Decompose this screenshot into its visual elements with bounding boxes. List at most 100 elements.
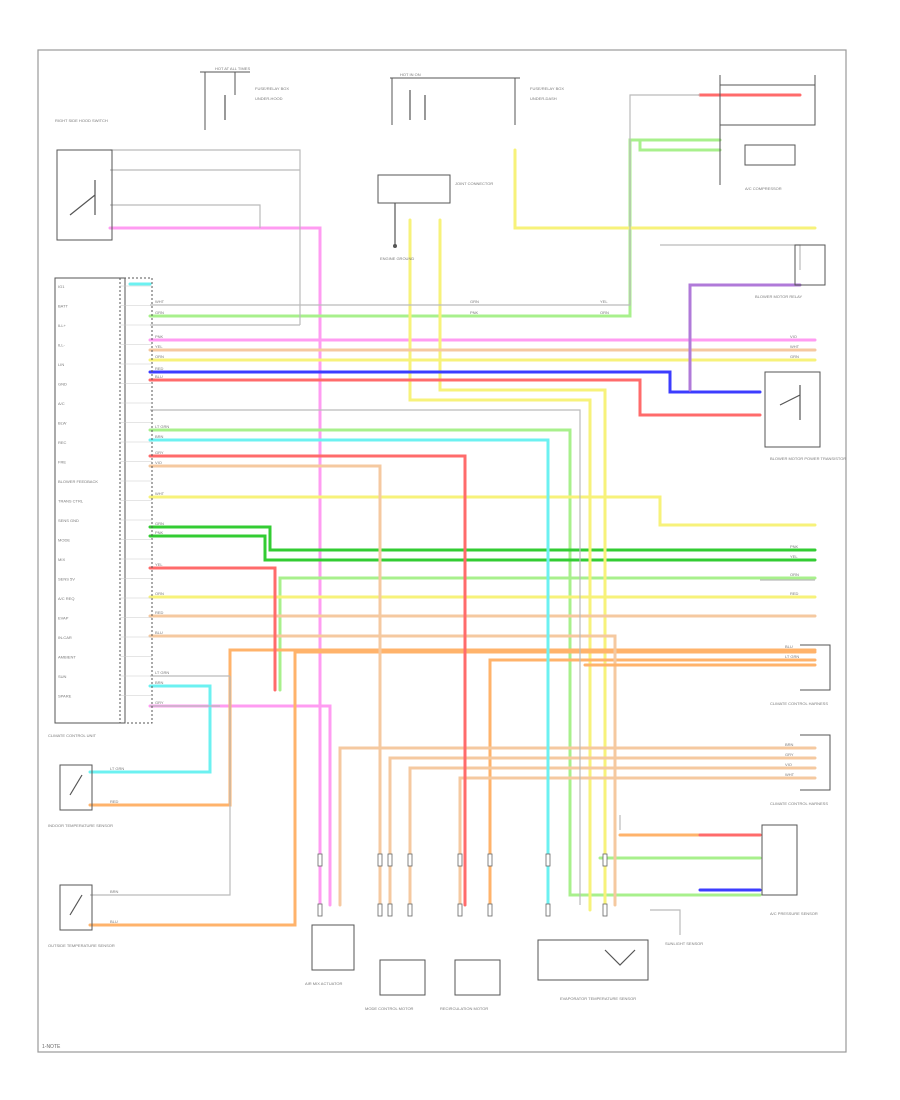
ecm-pin-label: REC bbox=[58, 440, 67, 445]
svg-text:FUSE/RELAY BOX: FUSE/RELAY BOX bbox=[255, 86, 289, 91]
bottom-actuator-3-label: RECIRCULATION MOTOR bbox=[440, 1006, 488, 1011]
wire-group-blue bbox=[148, 283, 802, 892]
wire-code-label: LT GRN bbox=[155, 424, 169, 429]
air-mix-actuator: AIR MIX ACTUATOR bbox=[305, 924, 355, 986]
blower-relay: BLOWER MOTOR RELAY bbox=[755, 244, 826, 299]
ac-pressure-sensor: A/C PRESSURE SENSOR bbox=[761, 824, 818, 916]
connector-tick bbox=[487, 903, 493, 917]
wire-cyan-3 bbox=[88, 684, 212, 774]
footer-code: 1-NOTE bbox=[42, 1044, 61, 1050]
ecm-pin-label: BLW bbox=[58, 421, 67, 426]
recirculation-motor: RECIRCULATION MOTOR bbox=[440, 959, 501, 1011]
svg-text:UNDER-HOOD: UNDER-HOOD bbox=[255, 96, 283, 101]
wire-red-3 bbox=[148, 566, 277, 692]
wire-code-label: BRN bbox=[155, 434, 164, 439]
ecm-pin-label: A/C REQ bbox=[58, 596, 74, 601]
wire-code-label: WHT bbox=[155, 299, 165, 304]
ecm-pin-label: SENS 5V bbox=[58, 577, 75, 582]
wire-code-label: BRN bbox=[155, 680, 164, 685]
outside-temp-sensor: OUTSIDE TEMPERATURE SENSOR bbox=[48, 884, 115, 948]
wire-group-gray bbox=[90, 94, 815, 935]
wire-tan-8 bbox=[338, 746, 817, 907]
connector-tick bbox=[602, 853, 608, 867]
connector-tick bbox=[317, 903, 323, 917]
connector-tick bbox=[407, 903, 413, 917]
climate-harness-1: CLIMATE CONTROL HARNESS bbox=[770, 644, 831, 706]
wire-code-label: BLU bbox=[110, 919, 118, 924]
wire-code-label: LT GRN bbox=[155, 670, 169, 675]
wire-code-label: PNK bbox=[790, 544, 799, 549]
wire-gray-12 bbox=[650, 909, 681, 935]
connector-tick bbox=[387, 853, 393, 867]
wire-code-label: BLU bbox=[155, 374, 163, 379]
wire-code-label: LT GRN bbox=[110, 766, 124, 771]
bottom-connector-ticks bbox=[317, 853, 608, 917]
connector-tick bbox=[317, 853, 323, 867]
wire-group-orange bbox=[88, 348, 817, 927]
connector-tick bbox=[387, 903, 393, 917]
ecm-pin-label: EVAP bbox=[58, 616, 69, 621]
ecm-pin-label: AMBIENT bbox=[58, 655, 76, 660]
bottom-actuator-2-label: MODE CONTROL MOTOR bbox=[365, 1006, 414, 1011]
blower-transistor: BLOWER MOTOR POWER TRANSISTOR bbox=[764, 371, 846, 461]
wire-code-label: ORN bbox=[600, 310, 609, 315]
wire-code-label: ORN bbox=[790, 572, 799, 577]
wire-gray-9 bbox=[660, 244, 801, 270]
hood-switch-label: RIGHT SIDE HOOD SWITCH bbox=[55, 118, 108, 123]
wire-code-label: BLU bbox=[785, 644, 793, 649]
wire-lgreen-6 bbox=[638, 138, 722, 152]
wire-code-label: PNK bbox=[155, 530, 164, 535]
wire-code-label: GRY bbox=[155, 700, 164, 705]
wire-code-label: GRY bbox=[155, 450, 164, 455]
wire-red-2 bbox=[148, 454, 467, 907]
wire-cyan-2 bbox=[148, 438, 550, 907]
wire-gray-1 bbox=[150, 94, 700, 306]
climate-harness-2-label: CLIMATE CONTROL HARNESS bbox=[770, 801, 828, 806]
ecm-pin-label: ILL+ bbox=[58, 323, 67, 328]
wire-code-label: YEL bbox=[790, 554, 798, 559]
wire-code-label: LT GRN bbox=[785, 654, 799, 659]
wire-yellow-1 bbox=[513, 148, 817, 230]
ecm-pin-label: SPARE bbox=[58, 694, 72, 699]
wire-code-label: RED bbox=[790, 591, 799, 596]
ecm-pin-labels: IG1BATTILL+ILL-LINGNDA/CBLWRECFREBLOWER … bbox=[58, 284, 152, 699]
climate-harness-2: CLIMATE CONTROL HARNESS bbox=[770, 734, 831, 806]
connector-tick bbox=[377, 903, 383, 917]
engine-ground-label: ENGINE GROUND bbox=[380, 256, 414, 261]
wire-blue-1 bbox=[148, 370, 762, 394]
ecm-pin-label: SUN bbox=[58, 674, 67, 679]
connector-tick bbox=[377, 853, 383, 867]
fuse-center-label: HOT IN ON bbox=[400, 72, 421, 77]
joint-connector-label: JOINT CONNECTOR bbox=[455, 181, 493, 186]
wire-pink-1 bbox=[108, 226, 322, 907]
bottom-right-sensor-label: SUNLIGHT SENSOR bbox=[665, 941, 703, 946]
blower-transistor-label: BLOWER MOTOR POWER TRANSISTOR bbox=[770, 456, 846, 461]
wire-code-label: WHT bbox=[790, 344, 800, 349]
hood-switch: RIGHT SIDE HOOD SWITCH bbox=[55, 118, 113, 241]
left-sensor-2-label: OUTSIDE TEMPERATURE SENSOR bbox=[48, 943, 115, 948]
wire-orange-3 bbox=[488, 658, 817, 907]
wire-orange-1 bbox=[88, 648, 817, 807]
ecm-pin-label: FRE bbox=[58, 460, 66, 465]
bottom-actuator-1-label: AIR MIX ACTUATOR bbox=[305, 981, 343, 986]
wire-tan-9 bbox=[388, 756, 817, 907]
indoor-temp-sensor: INDOOR TEMPERATURE SENSOR bbox=[48, 764, 113, 828]
wire-gray-8 bbox=[90, 676, 231, 896]
ac-pressure-label: A/C PRESSURE SENSOR bbox=[770, 911, 818, 916]
connector-tick bbox=[602, 903, 608, 917]
connector-tick bbox=[457, 853, 463, 867]
wire-code-label: VIO bbox=[785, 762, 792, 767]
joint-connector: JOINT CONNECTOR ENGINE GROUND bbox=[377, 174, 493, 261]
wire-orange-2 bbox=[88, 650, 817, 927]
wire-gray-2 bbox=[110, 149, 301, 325]
wire-green-3 bbox=[148, 525, 817, 552]
wire-code-label: PNK bbox=[155, 334, 164, 339]
ecm-pin-label: A/C bbox=[58, 401, 65, 406]
wire-group-cyan bbox=[88, 282, 550, 907]
wire-tan-5 bbox=[148, 464, 382, 907]
ecm-pin-label: ILL- bbox=[58, 343, 66, 348]
wire-lgreen-2 bbox=[148, 428, 762, 897]
wire-yellow-2 bbox=[408, 218, 592, 912]
bottom-sensor-label: EVAPORATOR TEMPERATURE SENSOR bbox=[560, 996, 636, 1001]
